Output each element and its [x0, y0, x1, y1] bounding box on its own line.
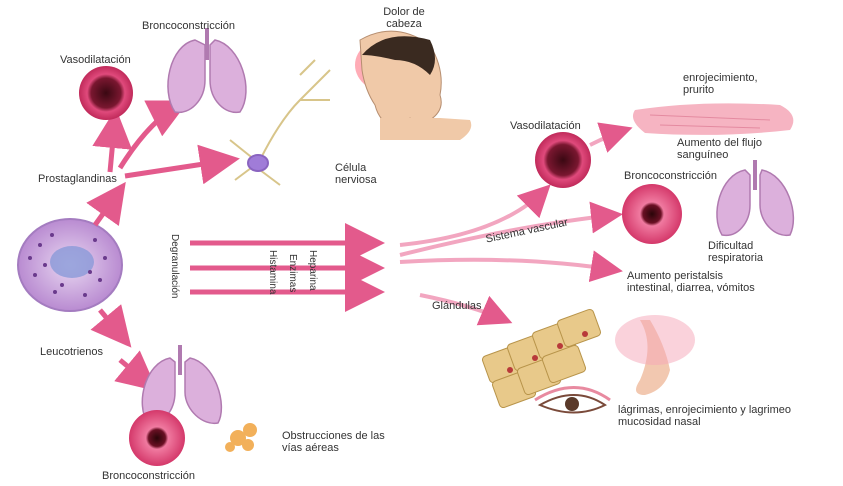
lungs-right [717, 160, 793, 235]
skin-patch [633, 103, 793, 135]
bronchus-right [622, 184, 682, 244]
label-bronco-right: Broncoconstricción [624, 170, 717, 182]
mast-cell [18, 219, 122, 311]
label-glandulas: Glándulas [432, 300, 482, 312]
label-vasodilatacion-top: Vasodilatación [60, 54, 131, 66]
degranulation-arrows [190, 243, 375, 292]
vessel-top [79, 66, 133, 120]
nose-illustration [615, 315, 695, 395]
effect-arrows [400, 130, 625, 320]
label-dificultad: Dificultad respiratoria [708, 240, 808, 264]
label-enrojecimiento: enrojecimiento, prurito [683, 72, 783, 96]
label-celula-nerviosa: Célula nerviosa [335, 162, 395, 186]
obstruction-blob [225, 423, 257, 452]
label-enzimas: Enzimas [287, 254, 298, 292]
eye-illustration [535, 388, 610, 413]
vessel-right [535, 132, 591, 188]
label-histamina: Histamina [267, 250, 278, 294]
label-dolor-cabeza: Dolor de cabeza [374, 6, 434, 30]
lungs-top [168, 28, 246, 112]
label-aumento-peristalsis: Aumento peristalsis intestinal, diarrea,… [627, 270, 757, 294]
head-illustration [355, 31, 471, 140]
label-bronco-bottom: Broncoconstricción [102, 470, 195, 482]
gland-cells [481, 308, 601, 408]
label-bronco-top: Broncoconstricción [142, 20, 235, 32]
prostaglandin-arrows [110, 105, 230, 176]
label-leucotrienos: Leucotrienos [40, 346, 103, 358]
bronchus-bottom [129, 410, 185, 466]
label-vasodilatacion-right: Vasodilatación [510, 120, 581, 132]
label-obstrucciones: Obstrucciones de las vías aéreas [282, 430, 392, 454]
label-heparina: Heparina [307, 250, 318, 291]
label-prostaglandinas: Prostaglandinas [38, 173, 117, 185]
label-lagrimeo: lágrimas, enrojecimiento y lagrimeo muco… [618, 404, 808, 428]
label-degranulacion: Degranulación [169, 234, 180, 299]
label-aumento-flujo: Aumento del flujo sanguíneo [677, 137, 787, 161]
